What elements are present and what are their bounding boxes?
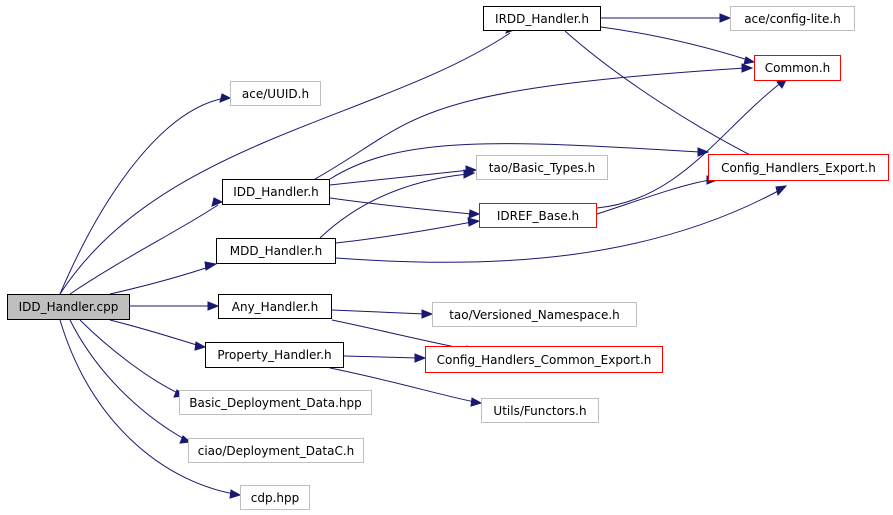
- node-idd-handler-cpp[interactable]: IDD_Handler.cpp: [7, 294, 130, 320]
- arrowhead: [741, 63, 754, 73]
- edge-idd-to-basic-types: [329, 169, 471, 186]
- arrowhead: [468, 209, 481, 219]
- arrowhead: [775, 185, 788, 197]
- node-idref-base-h[interactable]: IDREF_Base.h: [479, 203, 597, 228]
- edge-cpp-to-deployment-datac: [69, 319, 187, 441]
- arrowhead: [194, 341, 207, 351]
- edge-irdd-to-config-handlers-export: [564, 30, 761, 161]
- arrowhead: [207, 301, 220, 311]
- node-utils-functors-h: Utils/Functors.h: [481, 398, 599, 423]
- node-cdp-hpp: cdp.hpp: [240, 485, 310, 510]
- edge-cpp-to-property-handler: [109, 319, 201, 347]
- edge-cpp-to-mdd-handler: [109, 265, 213, 295]
- node-ace-config-lite-h: ace/config-lite.h: [730, 6, 855, 31]
- node-property-handler-h[interactable]: Property_Handler.h: [205, 342, 344, 368]
- node-mdd-handler-h[interactable]: MDD_Handler.h: [216, 238, 336, 264]
- edge-cpp-to-cdp: [59, 319, 235, 495]
- node-ciao-deployment-datac-h: ciao/Deployment_DataC.h: [188, 438, 364, 463]
- edge-cpp-to-ace-uuid: [59, 97, 226, 295]
- node-config-handlers-export-h[interactable]: Config_Handlers_Export.h: [708, 154, 889, 181]
- node-config-handlers-common-export-h[interactable]: Config_Handlers_Common_Export.h: [425, 346, 663, 373]
- arrowhead: [463, 169, 476, 179]
- arrowhead: [229, 489, 242, 499]
- edge-mdd-to-basic-types: [319, 173, 469, 239]
- edge-idd-to-common: [314, 67, 746, 180]
- arrowhead: [467, 217, 481, 227]
- node-tao-basic-types-h: tao/Basic_Types.h: [476, 155, 608, 180]
- arrowhead: [219, 93, 232, 103]
- edge-idd-to-idref-base: [329, 197, 473, 215]
- edge-idref-to-common: [596, 81, 783, 209]
- edge-irdd-to-common: [600, 26, 749, 61]
- arrowhead: [179, 435, 192, 444]
- edge-property-to-common-export: [343, 355, 419, 359]
- edge-cpp-to-irdd-handler: [59, 32, 511, 295]
- edge-property-to-functors: [329, 367, 476, 403]
- arrowhead: [743, 56, 756, 65]
- node-idd-handler-h[interactable]: IDD_Handler.h: [222, 179, 330, 205]
- edge-mdd-to-idref-base: [335, 221, 473, 244]
- arrowhead: [211, 197, 224, 207]
- node-basic-deployment-data-hpp: Basic_Deployment_Data.hpp: [179, 390, 372, 415]
- arrowhead: [204, 261, 218, 271]
- edge-cpp-to-idd-handler: [69, 204, 219, 295]
- edge-mdd-to-config-handlers-export: [335, 189, 781, 263]
- edge-any-to-versioned-namespace: [331, 309, 426, 315]
- edge-idd-to-config-handlers-export: [329, 143, 701, 180]
- arrowhead: [414, 353, 427, 363]
- node-irdd-handler-h[interactable]: IRDD_Handler.h: [483, 6, 601, 31]
- node-ace-uuid-h: ace/UUID.h: [230, 81, 321, 106]
- arrowhead: [719, 13, 732, 23]
- edge-cpp-to-basic-deployment-data: [79, 319, 181, 395]
- edge-idref-to-config-handlers-export: [596, 179, 711, 215]
- node-any-handler-h[interactable]: Any_Handler.h: [218, 294, 332, 319]
- node-tao-versioned-namespace-h: tao/Versioned_Namespace.h: [432, 302, 637, 327]
- arrowhead: [470, 397, 483, 407]
- arrowhead: [697, 147, 710, 157]
- arrowhead: [421, 309, 434, 319]
- node-common-h[interactable]: Common.h: [754, 55, 841, 81]
